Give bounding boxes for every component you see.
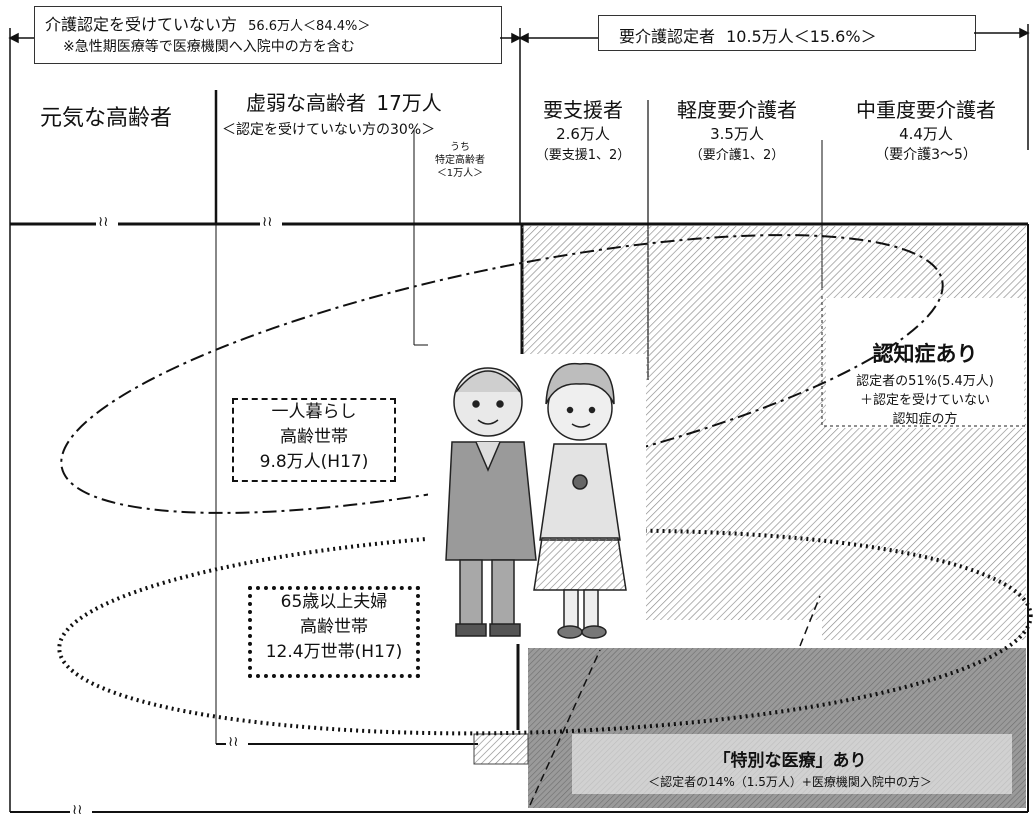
break-mark-icon: ≀≀ (72, 802, 83, 818)
support-title: 要支援者 (543, 98, 623, 122)
couple-household-ellipse (57, 528, 1033, 736)
special-medical-note: ＜認定者の14%（1.5万人）+医療機関入院中の方＞ (648, 775, 932, 789)
population-frame (10, 222, 1029, 813)
healthy-elderly-label: 元気な高齢者 (40, 106, 173, 131)
dementia-line2: ＋認定を受けていない (859, 393, 990, 408)
single-household-line2: 高齢世帯 (280, 427, 348, 447)
specified-elderly-line2: 特定高齢者 (435, 155, 485, 166)
dementia-line1: 認定者の51%(5.4万人) (856, 374, 994, 389)
specified-medical-patch (473, 733, 529, 765)
single-household-line3: 9.8万人(H17) (259, 452, 369, 472)
unrecognized-header-box: 介護認定を受けていない方 56.6万人＜84.4%＞ ※急性期医療等で医療機関へ… (34, 6, 502, 64)
header-span-arrows (8, 24, 1030, 812)
specified-elderly-line1: うち (450, 142, 470, 153)
special-medical-title: 「特別な医療」あり (713, 751, 867, 771)
couple-household-line2: 高齢世帯 (300, 617, 368, 637)
dementia-line3: 認知症の方 (892, 412, 958, 427)
light-care-title: 軽度要介護者 (677, 98, 797, 122)
heavy-care-count: 4.4万人 (899, 125, 953, 143)
column-dividers (214, 90, 823, 744)
couple-household-line1: 65歳以上夫婦 (280, 592, 388, 612)
light-care-note: （要介護1、2） (689, 148, 785, 163)
break-mark-icon: ≀≀ (228, 734, 239, 750)
frail-elderly-note: ＜認定を受けていない方の30%＞ (222, 122, 436, 138)
dementia-title: 認知症あり (872, 342, 978, 366)
support-note: （要支援1、2） (535, 148, 631, 163)
dementia-label-backing (826, 298, 1024, 428)
heavy-care-title: 中重度要介護者 (856, 98, 996, 122)
couple-household-line3: 12.4万世帯(H17) (265, 642, 403, 662)
recognized-stat: 10.5万人＜15.6%＞ (726, 27, 877, 46)
heavy-care-note: （要介護3〜5） (875, 147, 977, 163)
couple-household-box: 65歳以上夫婦 高齢世帯 12.4万世帯(H17) (248, 586, 420, 678)
frail-elderly-title: 虚弱な高齢者 (246, 91, 366, 115)
support-count: 2.6万人 (556, 125, 610, 143)
recognized-label: 要介護認定者 (619, 27, 716, 46)
unrecognized-stat: 56.6万人＜84.4%＞ (248, 19, 371, 34)
elderly-couple-illustration (428, 354, 646, 644)
break-mark-icon: ≀≀ (262, 214, 273, 230)
single-household-line1: 一人暮らし (271, 402, 357, 422)
single-household-box: 一人暮らし 高齢世帯 9.8万人(H17) (232, 398, 396, 482)
break-mark-icons (70, 216, 282, 814)
recognized-header-box: 要介護認定者 10.5万人＜15.6%＞ (598, 15, 976, 51)
unrecognized-note: ※急性期医療等で医療機関へ入院中の方を含む (63, 39, 355, 55)
break-mark-icon: ≀≀ (98, 214, 109, 230)
frail-elderly-count: 17万人 (376, 91, 442, 115)
light-care-count: 3.5万人 (710, 125, 764, 143)
specified-elderly-line3: ＜1万人＞ (436, 168, 484, 179)
unrecognized-label: 介護認定を受けていない方 (45, 15, 238, 34)
